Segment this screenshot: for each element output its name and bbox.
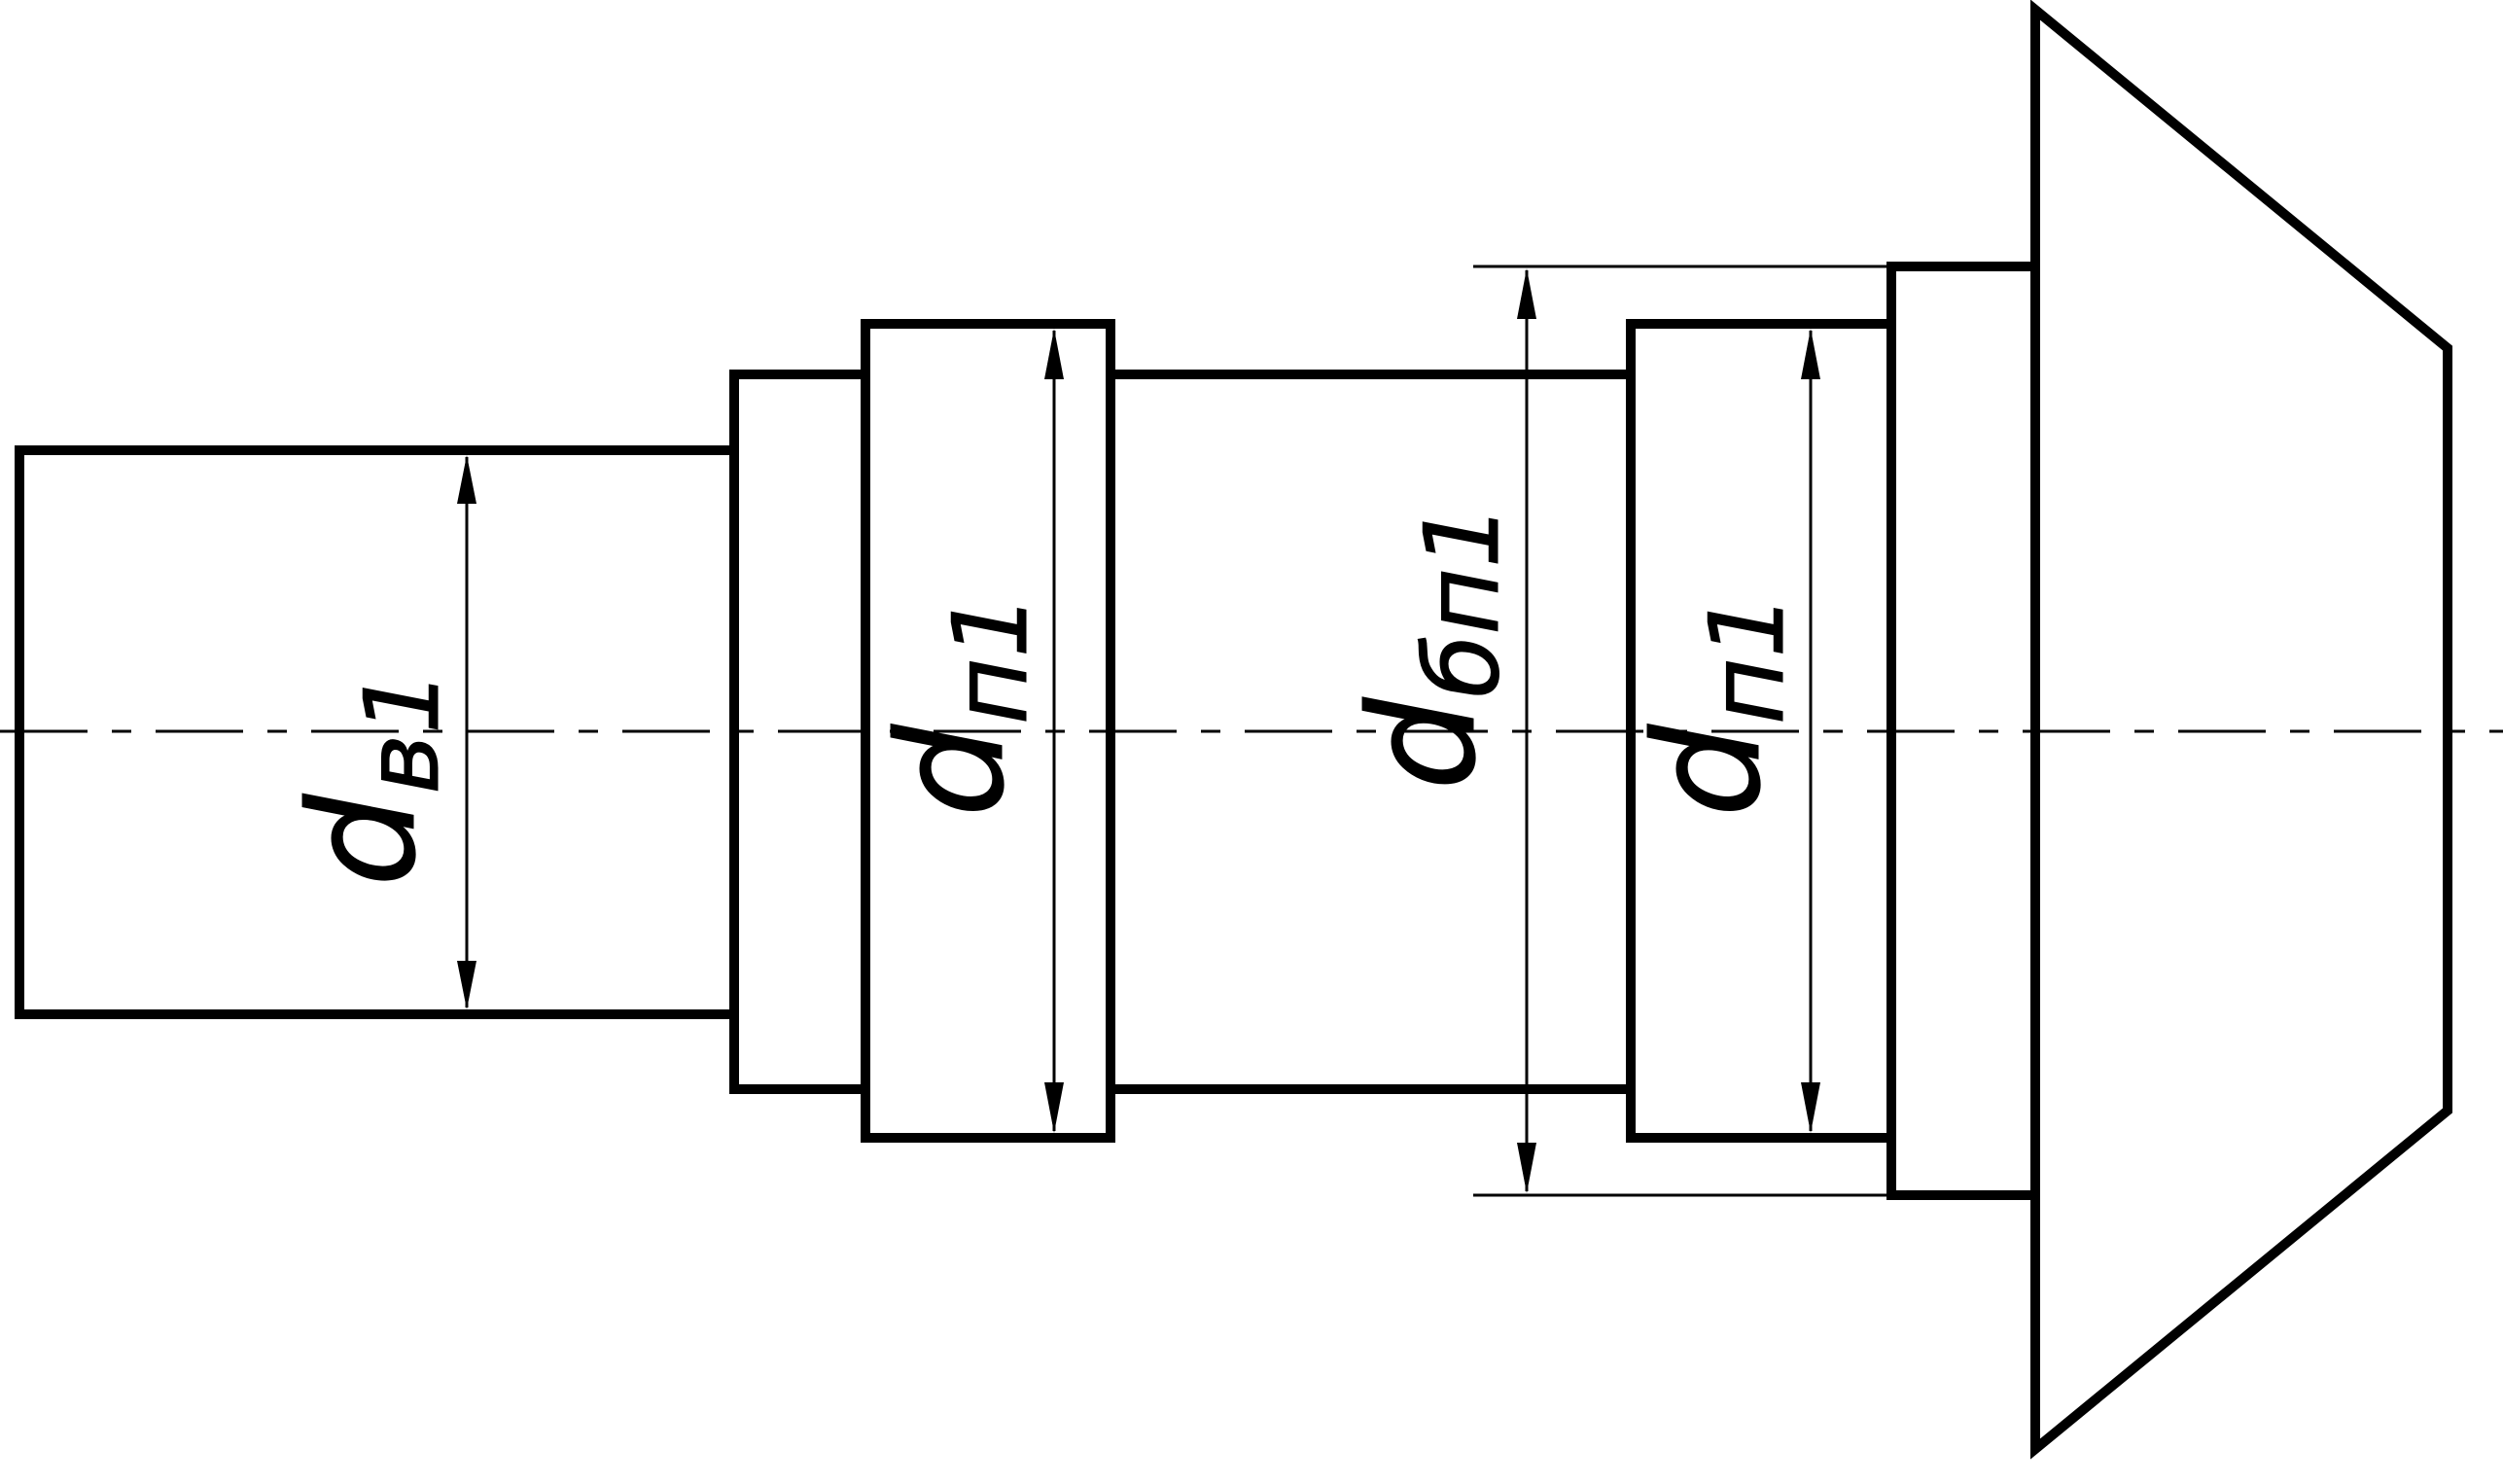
dimension-subscript: бп1 — [1403, 503, 1522, 697]
dimension-label-shoulder: dбп1 — [1339, 503, 1522, 790]
dimension-right-bearing-diameter: dп1 — [1624, 329, 1820, 1133]
dimension-symbol: d — [1624, 724, 1793, 817]
dimension-input-diameter: dв1 — [279, 455, 476, 1009]
dimension-symbol: d — [1339, 697, 1508, 791]
dimension-shoulder-diameter: dбп1 — [1339, 265, 1891, 1197]
dimension-subscript: п1 — [932, 593, 1050, 724]
arrowhead-bottom-input — [457, 961, 476, 1009]
dimension-label-left-bearing: dп1 — [867, 593, 1050, 818]
arrowhead-top-input — [457, 455, 476, 504]
dimension-label-input: dв1 — [279, 669, 462, 887]
arrowhead-bottom-left-bearing — [1044, 1082, 1064, 1133]
bevel-gear — [2030, 0, 2452, 1460]
arrowhead-top-right-bearing — [1801, 329, 1820, 379]
dimension-symbol: d — [867, 724, 1037, 817]
dimension-left-bearing-diameter: dп1 — [867, 329, 1064, 1133]
dimension-symbol: d — [279, 794, 448, 887]
dimension-label-right-bearing: dп1 — [1624, 593, 1807, 818]
arrowhead-bottom-right-bearing — [1801, 1082, 1820, 1133]
arrowhead-bottom-shoulder — [1517, 1143, 1536, 1193]
dimension-subscript: п1 — [1688, 593, 1807, 724]
dimension-subscript: в1 — [343, 669, 462, 795]
arrowhead-top-left-bearing — [1044, 329, 1064, 379]
shaft-outline — [15, 0, 2452, 1460]
arrowhead-top-shoulder — [1517, 268, 1536, 319]
